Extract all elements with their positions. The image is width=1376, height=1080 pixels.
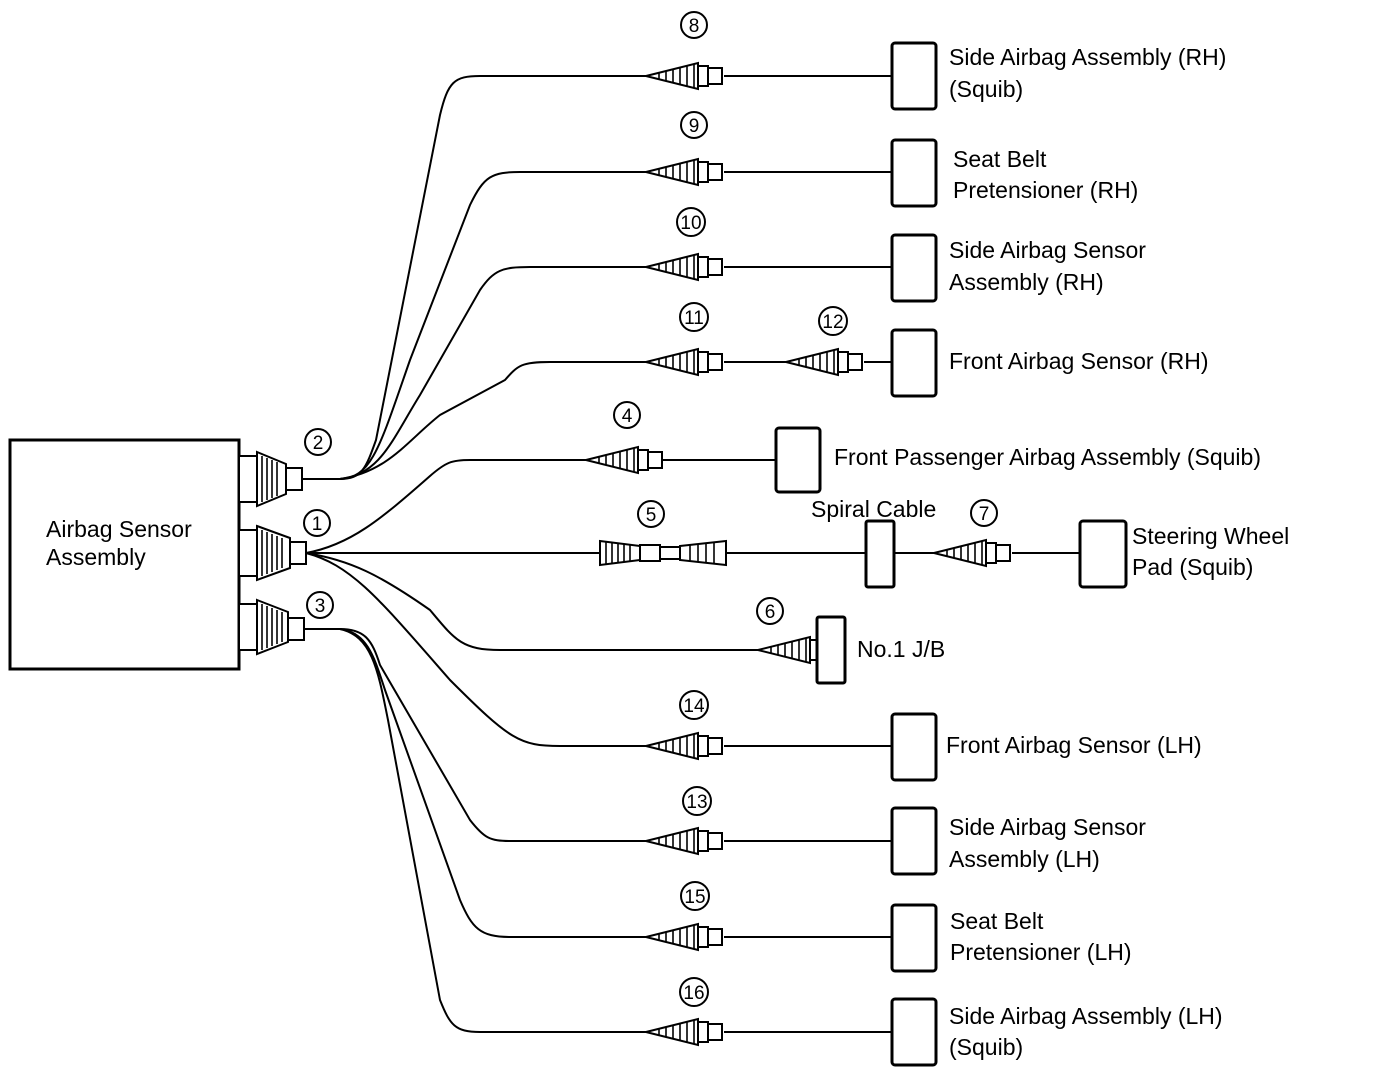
- seat-belt-rh-label-2: Pretensioner (RH): [953, 177, 1138, 203]
- svg-text:14: 14: [683, 696, 705, 717]
- sensor-label-line2: Assembly: [46, 544, 146, 570]
- connector-10: [645, 252, 723, 282]
- passenger-airbag-box: [774, 426, 822, 494]
- sensor-connector-2: [238, 450, 303, 508]
- marker-6: 6: [756, 597, 784, 625]
- component-labels: Side Airbag Assembly (RH) (Squib) Seat B…: [811, 44, 1289, 1060]
- svg-text:1: 1: [312, 514, 323, 535]
- jb-label: No.1 J/B: [857, 636, 945, 662]
- harness-wires: [302, 75, 1080, 1033]
- front-sensor-rh-label: Front Airbag Sensor (RH): [949, 348, 1208, 374]
- svg-text:8: 8: [689, 16, 700, 37]
- seat-belt-lh-label-2: Pretensioner (LH): [950, 939, 1132, 965]
- svg-text:9: 9: [689, 116, 700, 137]
- connector-5: [599, 539, 727, 567]
- seat-belt-lh-label-1: Seat Belt: [950, 908, 1044, 934]
- marker-10: 10: [676, 207, 706, 237]
- side-sensor-rh-box: [890, 233, 938, 303]
- marker-4: 4: [613, 401, 641, 429]
- sensor-connector-1: [238, 524, 307, 582]
- front-sensor-rh-box: [890, 328, 938, 398]
- connector-13: [645, 826, 723, 856]
- marker-9: 9: [680, 111, 708, 139]
- connector-9: [645, 157, 723, 187]
- connector-12: [785, 347, 863, 377]
- side-sensor-lh-label-1: Side Airbag Sensor: [949, 814, 1146, 840]
- steering-pad-label-1: Steering Wheel: [1132, 523, 1289, 549]
- marker-16: 16: [679, 977, 709, 1007]
- svg-text:6: 6: [765, 602, 776, 623]
- seat-belt-rh-label-1: Seat Belt: [953, 146, 1047, 172]
- side-airbag-rh-box: [890, 41, 938, 111]
- steering-pad-box: [1078, 519, 1128, 589]
- marker-3: 3: [306, 591, 334, 619]
- connector-16: [645, 1017, 723, 1047]
- side-sensor-lh-label-2: Assembly (LH): [949, 846, 1100, 872]
- marker-1: 1: [303, 509, 331, 537]
- svg-text:4: 4: [622, 406, 633, 427]
- side-airbag-rh-label-2: (Squib): [949, 76, 1023, 102]
- connector-4: [585, 445, 663, 475]
- marker-8: 8: [680, 11, 708, 39]
- svg-text:2: 2: [313, 433, 324, 454]
- jb-box: [815, 615, 847, 685]
- connector-14: [645, 731, 723, 761]
- sensor-connector-3: [238, 598, 305, 656]
- side-airbag-lh-label-2: (Squib): [949, 1034, 1023, 1060]
- svg-text:5: 5: [646, 505, 657, 526]
- svg-text:12: 12: [822, 312, 843, 333]
- airbag-sensor-assembly: Airbag Sensor Assembly: [8, 438, 241, 671]
- marker-5: 5: [637, 500, 665, 528]
- passenger-airbag-label: Front Passenger Airbag Assembly (Squib): [834, 444, 1261, 470]
- connector-7: [933, 538, 1011, 568]
- svg-text:11: 11: [684, 308, 704, 329]
- side-airbag-lh-label-1: Side Airbag Assembly (LH): [949, 1003, 1223, 1029]
- front-sensor-lh-box: [890, 712, 938, 782]
- connector-15: [645, 922, 723, 952]
- spiral-cable-box: [864, 519, 896, 589]
- connector-8: [645, 61, 723, 91]
- side-sensor-rh-label-2: Assembly (RH): [949, 269, 1104, 295]
- svg-text:10: 10: [680, 213, 701, 234]
- marker-2: 2: [304, 428, 332, 456]
- steering-pad-label-2: Pad (Squib): [1132, 554, 1253, 580]
- seat-belt-rh-box: [890, 138, 938, 208]
- side-airbag-rh-label-1: Side Airbag Assembly (RH): [949, 44, 1226, 70]
- component-boxes: [774, 41, 1128, 1067]
- side-airbag-lh-box: [890, 997, 938, 1067]
- svg-text:13: 13: [686, 792, 707, 813]
- marker-7: 7: [970, 499, 998, 527]
- svg-text:7: 7: [979, 504, 990, 525]
- seat-belt-lh-box: [890, 903, 938, 973]
- marker-14: 14: [679, 690, 709, 720]
- side-sensor-rh-label-1: Side Airbag Sensor: [949, 237, 1146, 263]
- marker-13: 13: [682, 786, 712, 816]
- svg-text:16: 16: [683, 983, 704, 1004]
- marker-15: 15: [680, 881, 710, 911]
- side-sensor-lh-box: [890, 806, 938, 876]
- svg-text:3: 3: [315, 596, 326, 617]
- sensor-label-line1: Airbag Sensor: [46, 516, 192, 542]
- number-markers: 1 2 3 4 5 6 7 8 9 10 11 12 13 14 15 16: [303, 11, 998, 1007]
- spiral-cable-label: Spiral Cable: [811, 496, 936, 522]
- front-sensor-lh-label: Front Airbag Sensor (LH): [946, 732, 1202, 758]
- connector-11: [645, 347, 723, 377]
- marker-12: 12: [818, 306, 848, 336]
- svg-text:15: 15: [684, 887, 705, 908]
- marker-11: 11: [679, 302, 709, 332]
